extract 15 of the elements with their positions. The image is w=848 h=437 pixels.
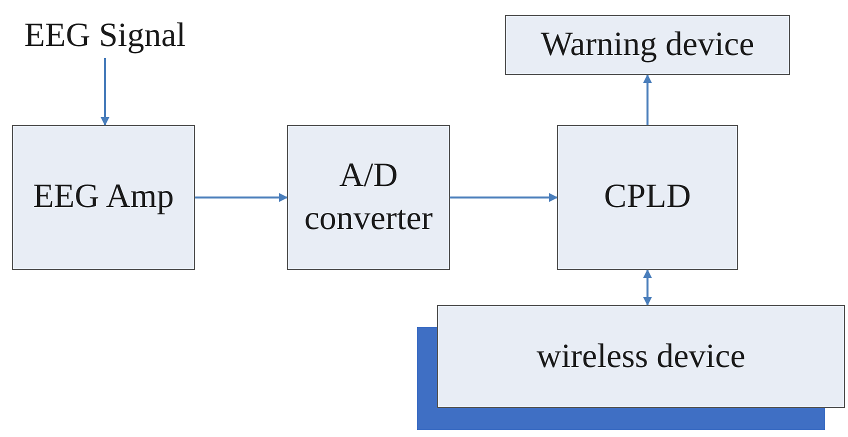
arrow [643, 74, 652, 125]
process-box [505, 15, 790, 75]
arrow [100, 58, 110, 126]
box-label: EEG Amp [33, 177, 174, 218]
signal-label: EEG Signal [10, 12, 200, 58]
process-box [557, 125, 738, 270]
process-box [287, 125, 450, 270]
arrow [643, 269, 652, 306]
box-label: CPLD [604, 177, 691, 218]
box-label: wireless device [536, 337, 746, 377]
process-box [12, 125, 195, 270]
box-label: Warning device [540, 24, 754, 65]
arrow [450, 193, 558, 202]
box-label: A/D converter [303, 156, 434, 238]
arrow [195, 193, 288, 202]
